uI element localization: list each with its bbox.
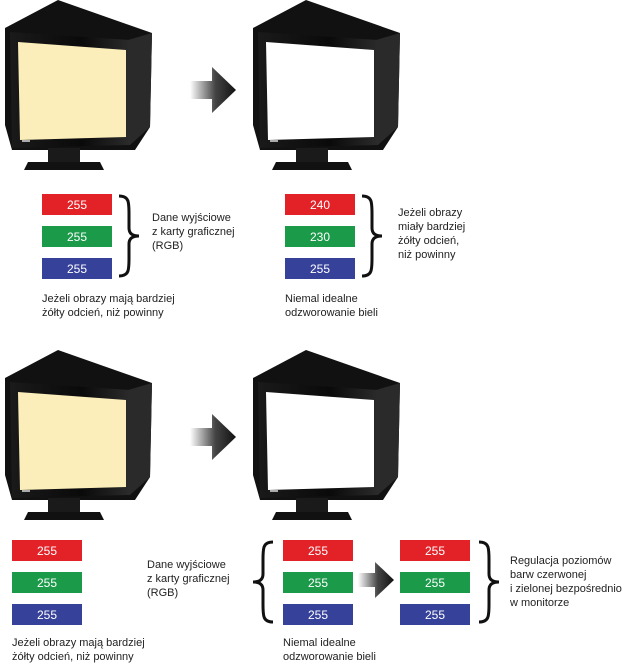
rgb-green: 255 — [400, 572, 470, 593]
yellow-screen — [18, 42, 126, 140]
rgb-red: 255 — [42, 194, 112, 215]
curly-brace-icon — [252, 540, 274, 624]
rgb-blue: 255 — [283, 604, 353, 625]
rgb-green: 255 — [283, 572, 353, 593]
curly-brace-icon — [118, 194, 140, 278]
arrow-right-icon — [190, 414, 236, 460]
rgb-blue: 255 — [400, 604, 470, 625]
label-adjustment: Regulacja poziomów barw czerwonej i ziel… — [510, 555, 622, 609]
rgb-green: 255 — [12, 572, 82, 593]
rgb-red: 255 — [400, 540, 470, 561]
curly-brace-icon — [361, 194, 383, 278]
rgb-blue: 255 — [285, 258, 355, 279]
caption-yellow: Jeżeli obrazy mają bardziej żółty odcień… — [12, 637, 145, 663]
arrow-right-icon — [358, 562, 394, 598]
white-screen — [266, 42, 374, 140]
label-output-data: Dane wyjściowe z karty graficznej (RGB) — [152, 212, 235, 252]
rgb-red: 240 — [285, 194, 355, 215]
rgb-red: 255 — [12, 540, 82, 561]
rgb-blue: 255 — [12, 604, 82, 625]
arrow-right-icon — [190, 67, 236, 113]
caption-white: Niemal idealne odzworowanie bieli — [283, 637, 376, 663]
monitor-yellow-bottom — [5, 350, 152, 520]
rgb-red: 255 — [283, 540, 353, 561]
rgb-green: 230 — [285, 226, 355, 247]
curly-brace-icon — [478, 540, 500, 624]
monitor-white-bottom — [253, 350, 400, 520]
yellow-screen — [18, 392, 126, 490]
rgb-blue: 255 — [42, 258, 112, 279]
label-yellowish: Jeżeli obrazy miały bardziej żółty odcie… — [398, 207, 466, 261]
monitor-yellow-top — [5, 0, 152, 170]
monitor-white-top — [253, 0, 400, 170]
rgb-green: 255 — [42, 226, 112, 247]
caption-white: Niemal idealne odzworowanie bieli — [285, 293, 378, 319]
caption-yellow: Jeżeli obrazy mają bardziej żółty odcień… — [42, 293, 175, 319]
white-screen — [266, 392, 374, 490]
label-output-data: Dane wyjściowe z karty graficznej (RGB) — [147, 559, 230, 599]
